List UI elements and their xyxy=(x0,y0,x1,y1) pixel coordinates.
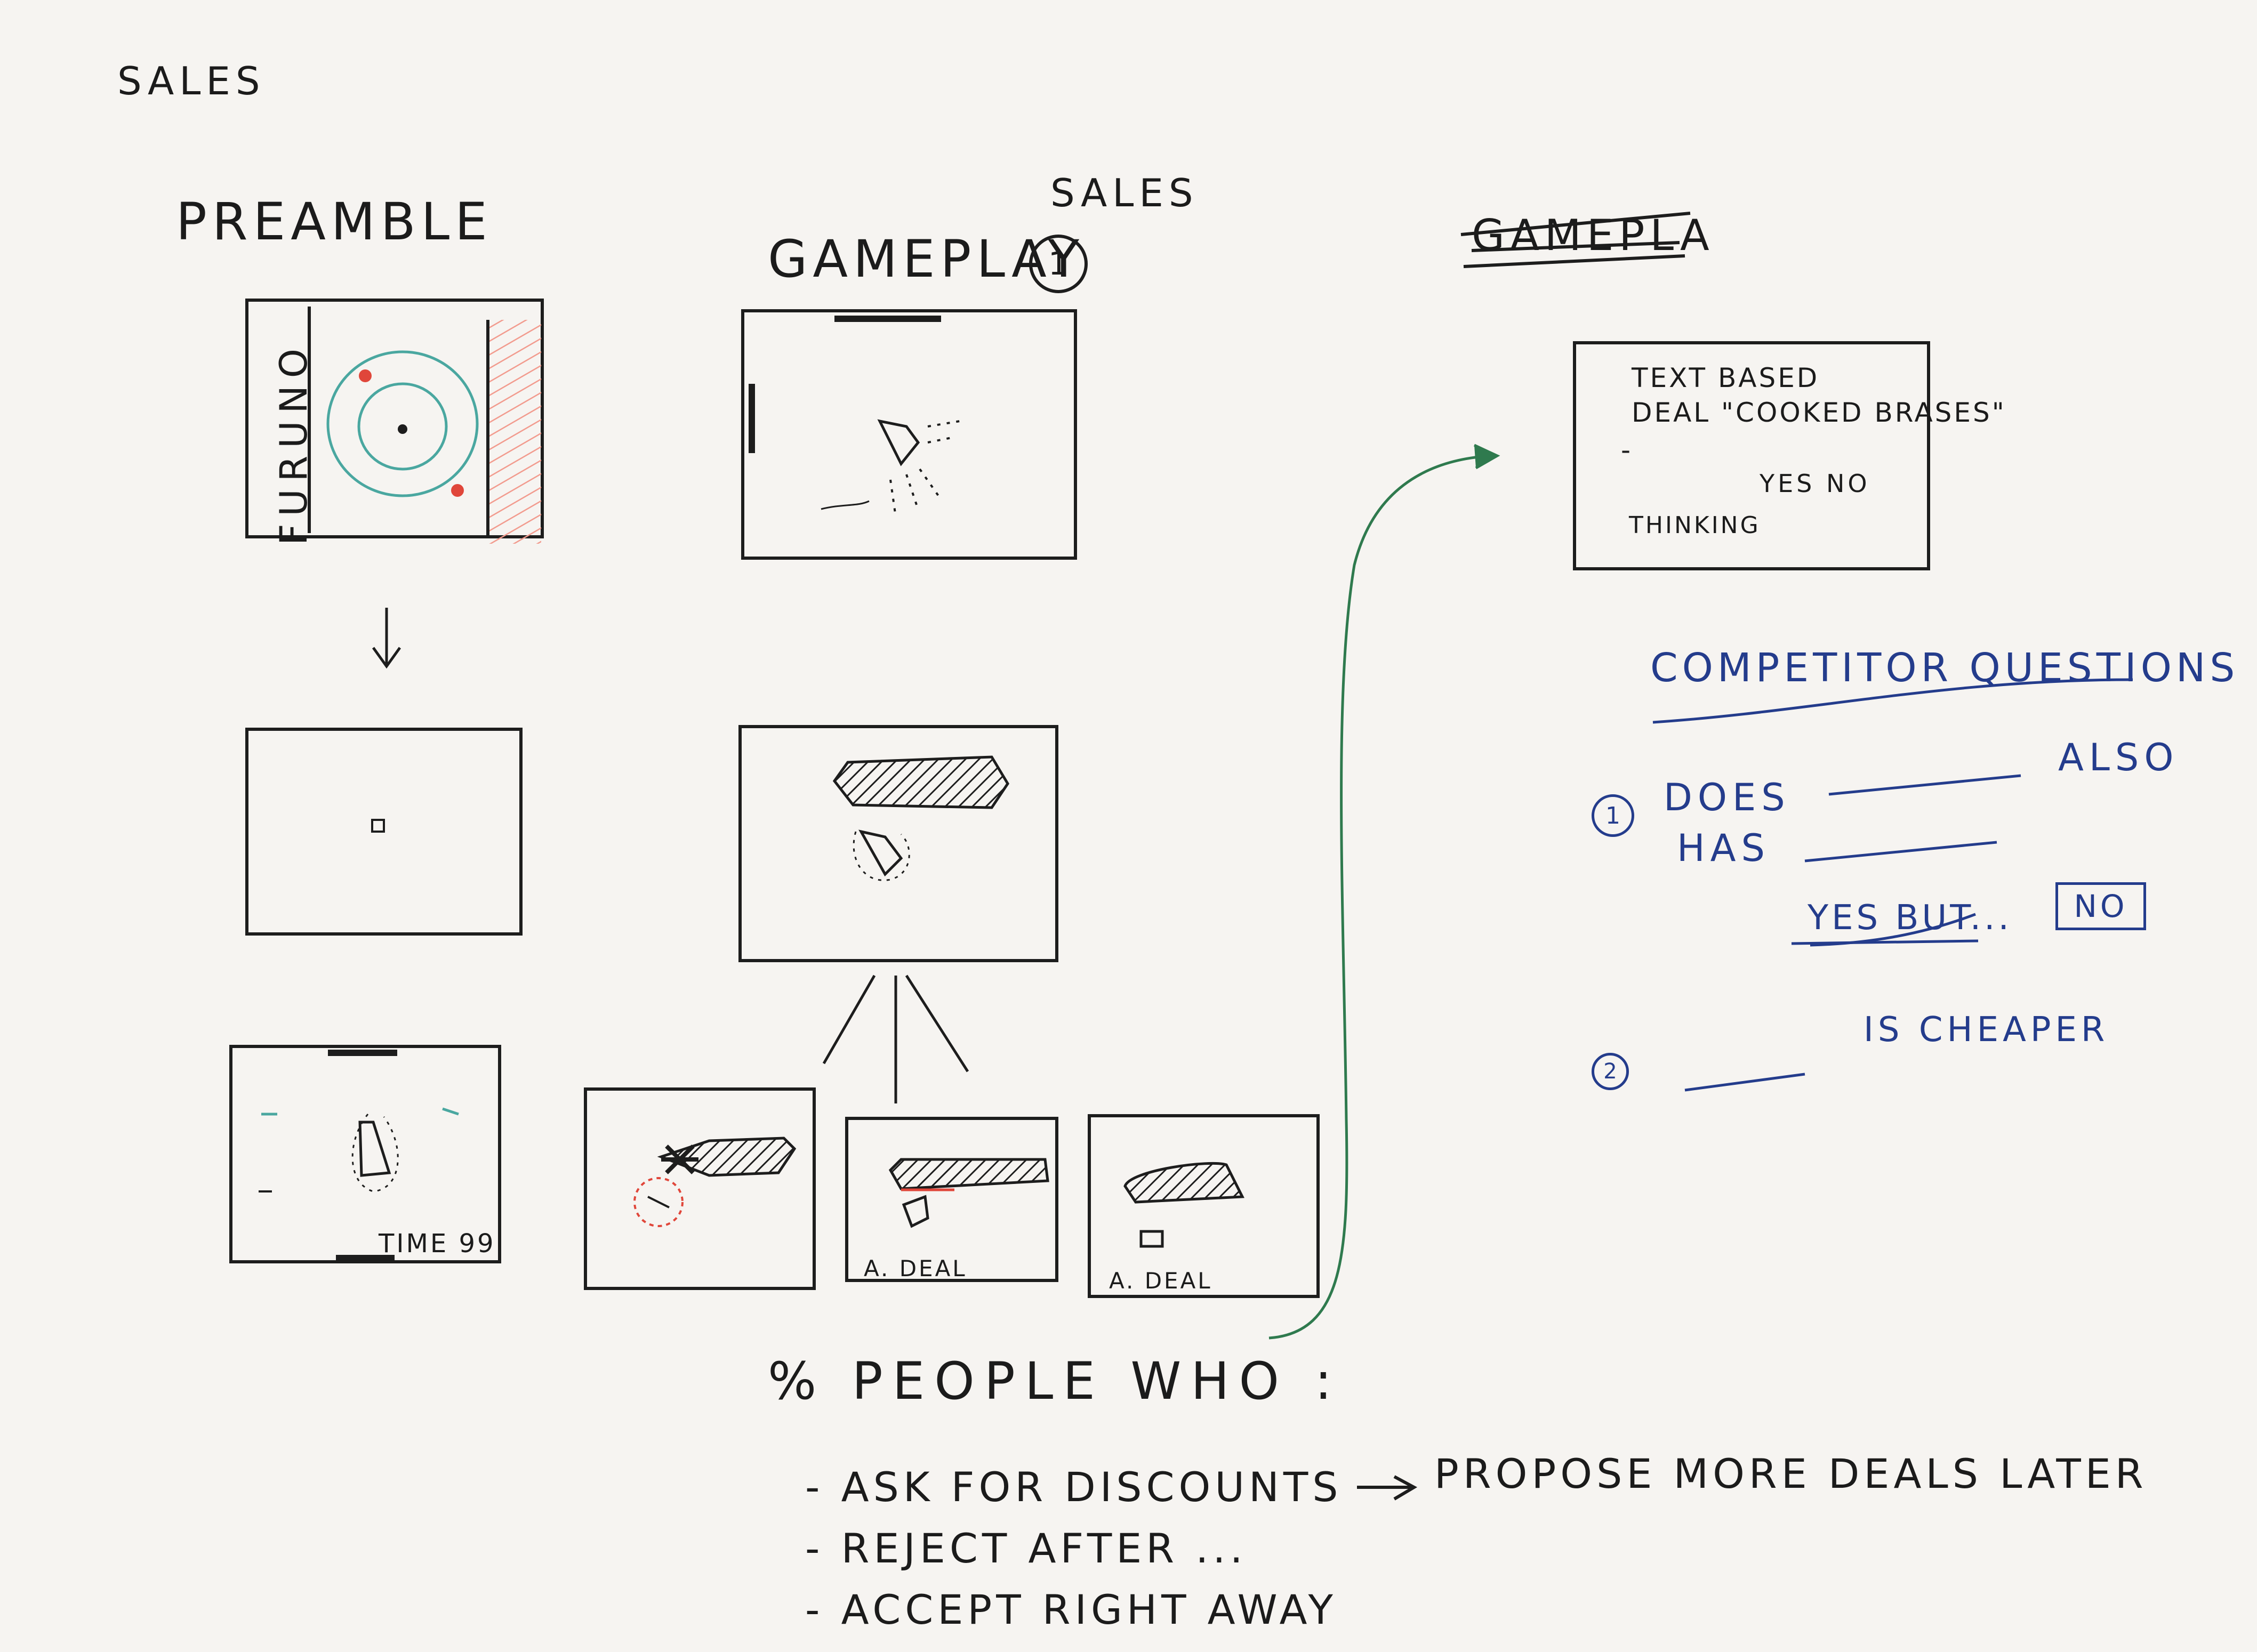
gameplay-title: GAMEPLAY xyxy=(768,229,1085,289)
deal-2-sketch xyxy=(1123,1162,1244,1248)
collision-sketch xyxy=(633,1137,797,1227)
green-flow-arrow xyxy=(1268,444,1500,1340)
deal-box-line1: TEXT BASED xyxy=(1632,362,1820,393)
corner-sales-label: SALES xyxy=(117,59,266,103)
deal-box-line2: DEAL "COOKED BRASES" xyxy=(1632,397,2006,428)
metrics-heading: % PEOPLE WHO : xyxy=(768,1351,1342,1411)
preamble-frame-radar xyxy=(245,299,544,538)
gameplay-sales-label: SALES xyxy=(1050,171,1199,215)
q2-is-cheaper: IS CHEAPER xyxy=(1864,1010,2109,1050)
circled-number-1: 1 xyxy=(1029,235,1088,293)
q2-number-circle: 2 xyxy=(1592,1053,1629,1090)
radar-sketch xyxy=(308,307,541,544)
branch-lines xyxy=(822,974,969,1103)
competitor-questions-heading: COMPETITOR QUESTIONS xyxy=(1650,645,2239,691)
preamble-timer: TIME 99 xyxy=(379,1229,496,1259)
branch-label-deal-1: A. DEAL xyxy=(864,1255,967,1282)
gameplay-frame-boat-spray xyxy=(741,309,1077,560)
branch-frame-deal-1 xyxy=(845,1117,1058,1282)
branch-frame-collision xyxy=(584,1087,816,1290)
branch-label-deal-2: A. DEAL xyxy=(1109,1268,1212,1294)
struck-gameplay-heading: GAMEPLA xyxy=(1472,211,1715,260)
metric-propose-more-deals: PROPOSE MORE DEALS LATER xyxy=(1434,1450,2148,1497)
gameplay-ship-approach-sketch xyxy=(832,755,1009,881)
answer-no-box[interactable]: NO xyxy=(2055,882,2146,930)
deal-box-line3: - xyxy=(1621,434,1636,465)
preamble-title: PREAMBLE xyxy=(176,192,493,252)
preamble-down-arrow xyxy=(372,608,401,669)
answer-yes-but[interactable]: YES BUT... xyxy=(1808,898,2012,938)
metric-ask-for-discounts: - ASK FOR DISCOUNTS xyxy=(805,1463,1343,1511)
heading-strike-lines xyxy=(1460,212,1691,268)
metric-reject-after: - REJECT AFTER ... xyxy=(805,1525,1247,1572)
preamble-boat-sketch xyxy=(259,1050,459,1261)
q1-does: DOES xyxy=(1664,776,1790,819)
branch-frame-deal-2 xyxy=(1088,1114,1320,1298)
metrics-arrow xyxy=(1357,1475,1418,1501)
gameplay-boat-spray-sketch xyxy=(749,316,960,518)
center-dot xyxy=(371,819,385,833)
preamble-frame-blank xyxy=(245,728,523,936)
metric-accept-right-away: - ACCEPT RIGHT AWAY xyxy=(805,1586,1337,1633)
preamble-frame-boat xyxy=(229,1045,501,1263)
deal-box-options: YES NO xyxy=(1760,469,1870,498)
gameplay-frame-ship-approach xyxy=(738,725,1058,962)
deal-1-sketch xyxy=(888,1158,1049,1228)
q1-also: ALSO xyxy=(2058,736,2179,779)
q1-has: HAS xyxy=(1677,826,1770,870)
deal-box-status: THINKING xyxy=(1629,512,1761,539)
q1-number-circle: 1 xyxy=(1592,794,1634,837)
blue-underlines xyxy=(1652,678,2133,1092)
deal-text-box xyxy=(1573,341,1930,570)
